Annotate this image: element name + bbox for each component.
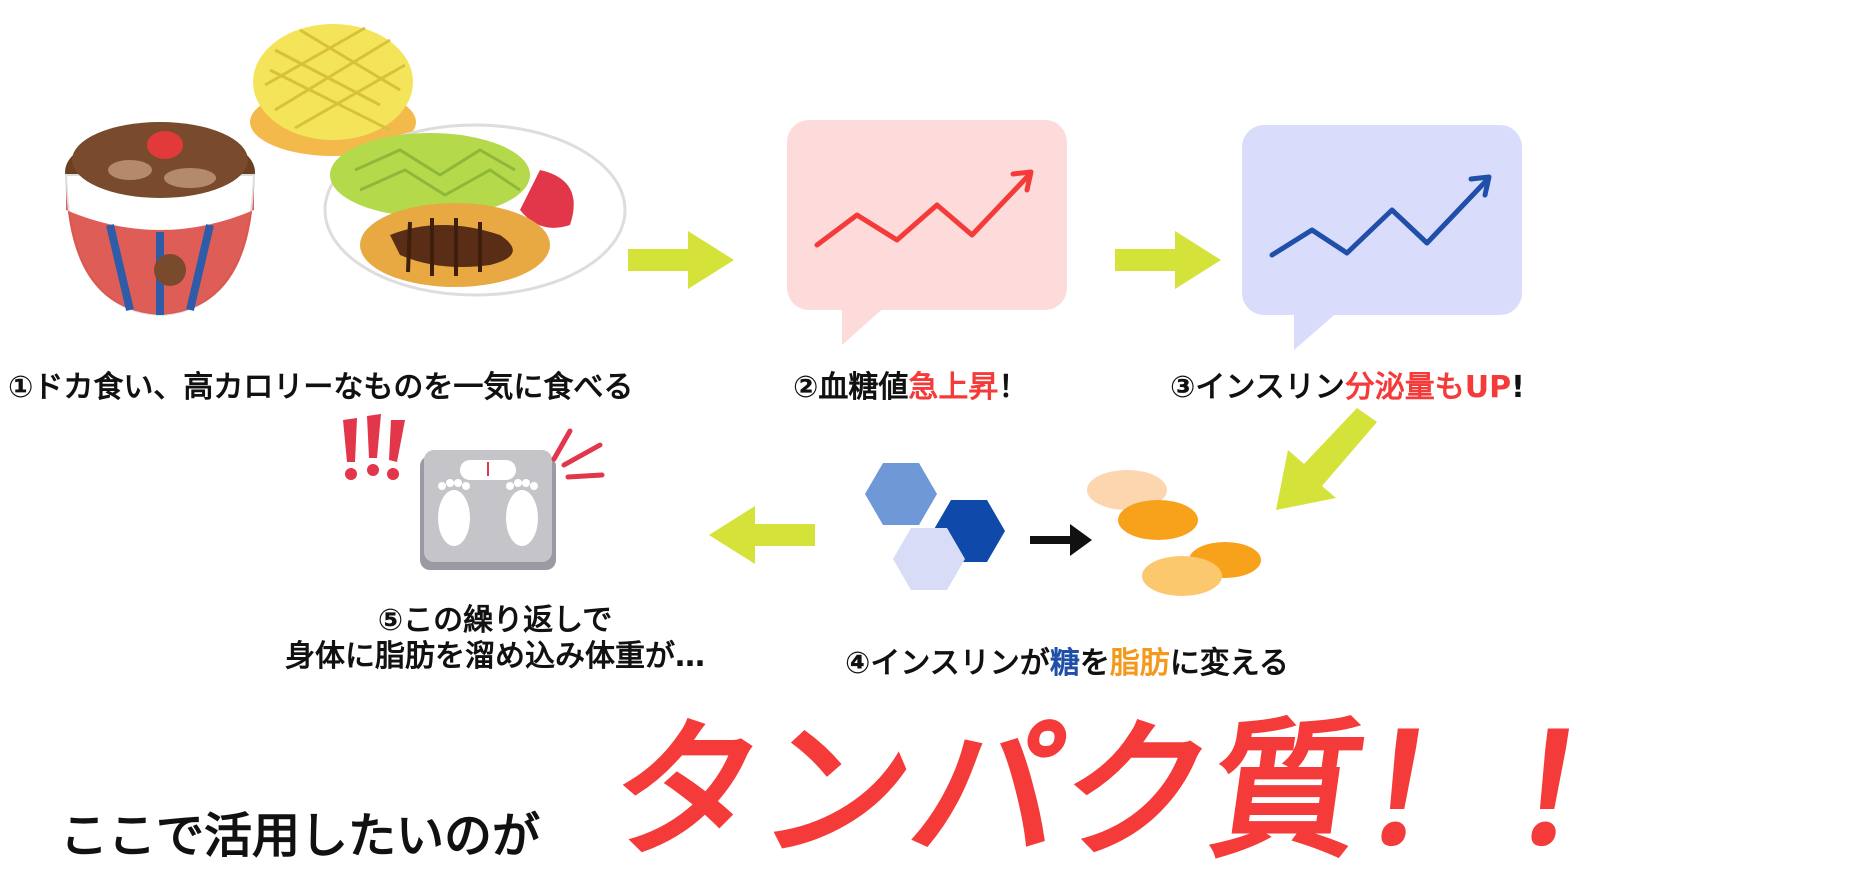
step4-mid: を <box>1079 646 1110 681</box>
step3-highlight: 分泌量もUP <box>1344 370 1512 405</box>
rising-chart-icon <box>1269 174 1492 258</box>
fat-blobs-icon <box>1087 470 1261 596</box>
step4-fat: 脂肪 <box>1109 646 1170 681</box>
impact-lines-icon <box>551 428 605 480</box>
arrow-right-black <box>1030 524 1092 556</box>
chart-bubble-pink <box>787 120 1067 345</box>
step3-label: ③インスリン分泌量もUP! <box>1170 362 1525 406</box>
step5-line2: 身体に脂肪を溜め込み体重が… <box>285 639 705 674</box>
headline-protein: タンパク質！！ <box>599 705 1675 879</box>
step4-label: ④インスリンが糖を脂肪に変える <box>845 638 1289 682</box>
step2-label: ②血糖値急上昇！ <box>793 362 1028 406</box>
step1-label: ①ドカ食い、高カロリーなものを一気に食べる <box>8 370 634 405</box>
step5-line1: ⑤この繰り返しで <box>377 603 613 638</box>
bathroom-scale-icon <box>420 450 556 570</box>
step3-suffix: ! <box>1511 370 1525 405</box>
sugar-molecule-icon <box>865 463 1005 590</box>
rising-chart-icon <box>814 169 1034 248</box>
exclamation-icon <box>343 414 405 480</box>
arrow-down-left <box>1276 408 1377 510</box>
step5-label: ⑤この繰り返しで 身体に脂肪を溜め込み体重が… <box>255 603 735 675</box>
step3-prefix: ③インスリン <box>1170 370 1345 405</box>
arrow-right-1 <box>628 231 734 289</box>
arrow-right-2 <box>1115 231 1221 289</box>
step2-highlight: 急上昇 <box>908 370 999 405</box>
bottom-lead: ここで活用したいのが <box>60 808 541 864</box>
step2-prefix: ②血糖値 <box>793 370 909 405</box>
chart-bubble-blue <box>1242 125 1522 350</box>
food-illustration-icon <box>64 10 627 340</box>
arrow-left <box>709 506 815 564</box>
step4-prefix: ④インスリンが <box>845 646 1050 681</box>
step2-suffix: ！ <box>998 370 1029 405</box>
step4-suffix: に変える <box>1169 646 1289 681</box>
step4-sugar: 糖 <box>1049 646 1080 681</box>
